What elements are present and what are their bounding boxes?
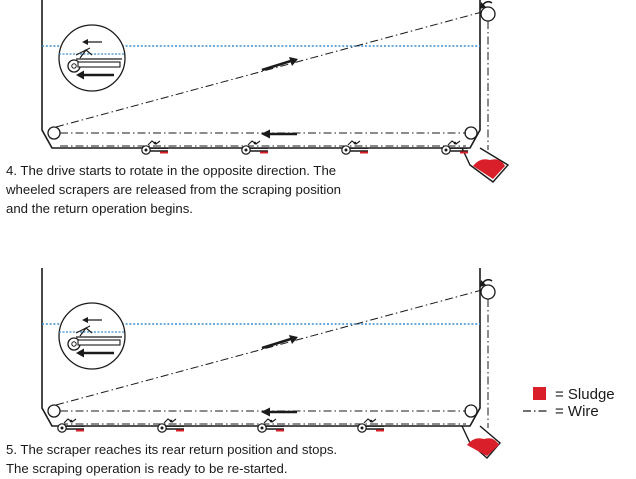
wire-upper [55,11,483,128]
front-pulley [47,126,61,140]
sludge-pile [467,438,499,456]
panel-step5 [41,268,501,459]
hopper-outline [461,425,501,459]
sludge-pile [473,159,505,179]
drive-wheel [480,6,496,22]
rear-pulley [464,126,478,140]
caption-step5: 5. The scraper reaches its rear return p… [6,440,337,478]
panel-step4 [41,0,510,183]
caption-line: The scraping operation is ready to be re… [6,461,288,476]
direction-arrow-up [261,58,295,72]
drive-wheel [480,284,496,300]
caption-line: and the return operation begins. [6,201,193,216]
direction-arrow-up [261,336,295,350]
caption-step4: 4. The drive starts to rotate in the opp… [6,161,341,218]
sludge-swatch [533,387,546,400]
caption-line: 5. The scraper reaches its rear return p… [6,442,338,457]
legend-wire-label: = Wire [555,403,599,420]
legend: = Sludge = Wire [523,386,615,420]
legend-sludge-label: = Sludge [555,386,615,403]
hopper-outline [461,147,510,183]
rotation-arrow-icon [482,278,493,284]
caption-line: wheeled scrapers are released from the s… [6,182,341,197]
tank-outline [41,0,481,149]
caption-line: 4. The drive starts to rotate in the opp… [6,163,337,178]
rear-pulley [464,404,478,418]
detail-inset [57,301,127,371]
detail-inset [57,23,127,93]
rotation-arrow-icon [482,0,493,6]
wire-upper [55,289,483,406]
front-pulley [47,404,61,418]
